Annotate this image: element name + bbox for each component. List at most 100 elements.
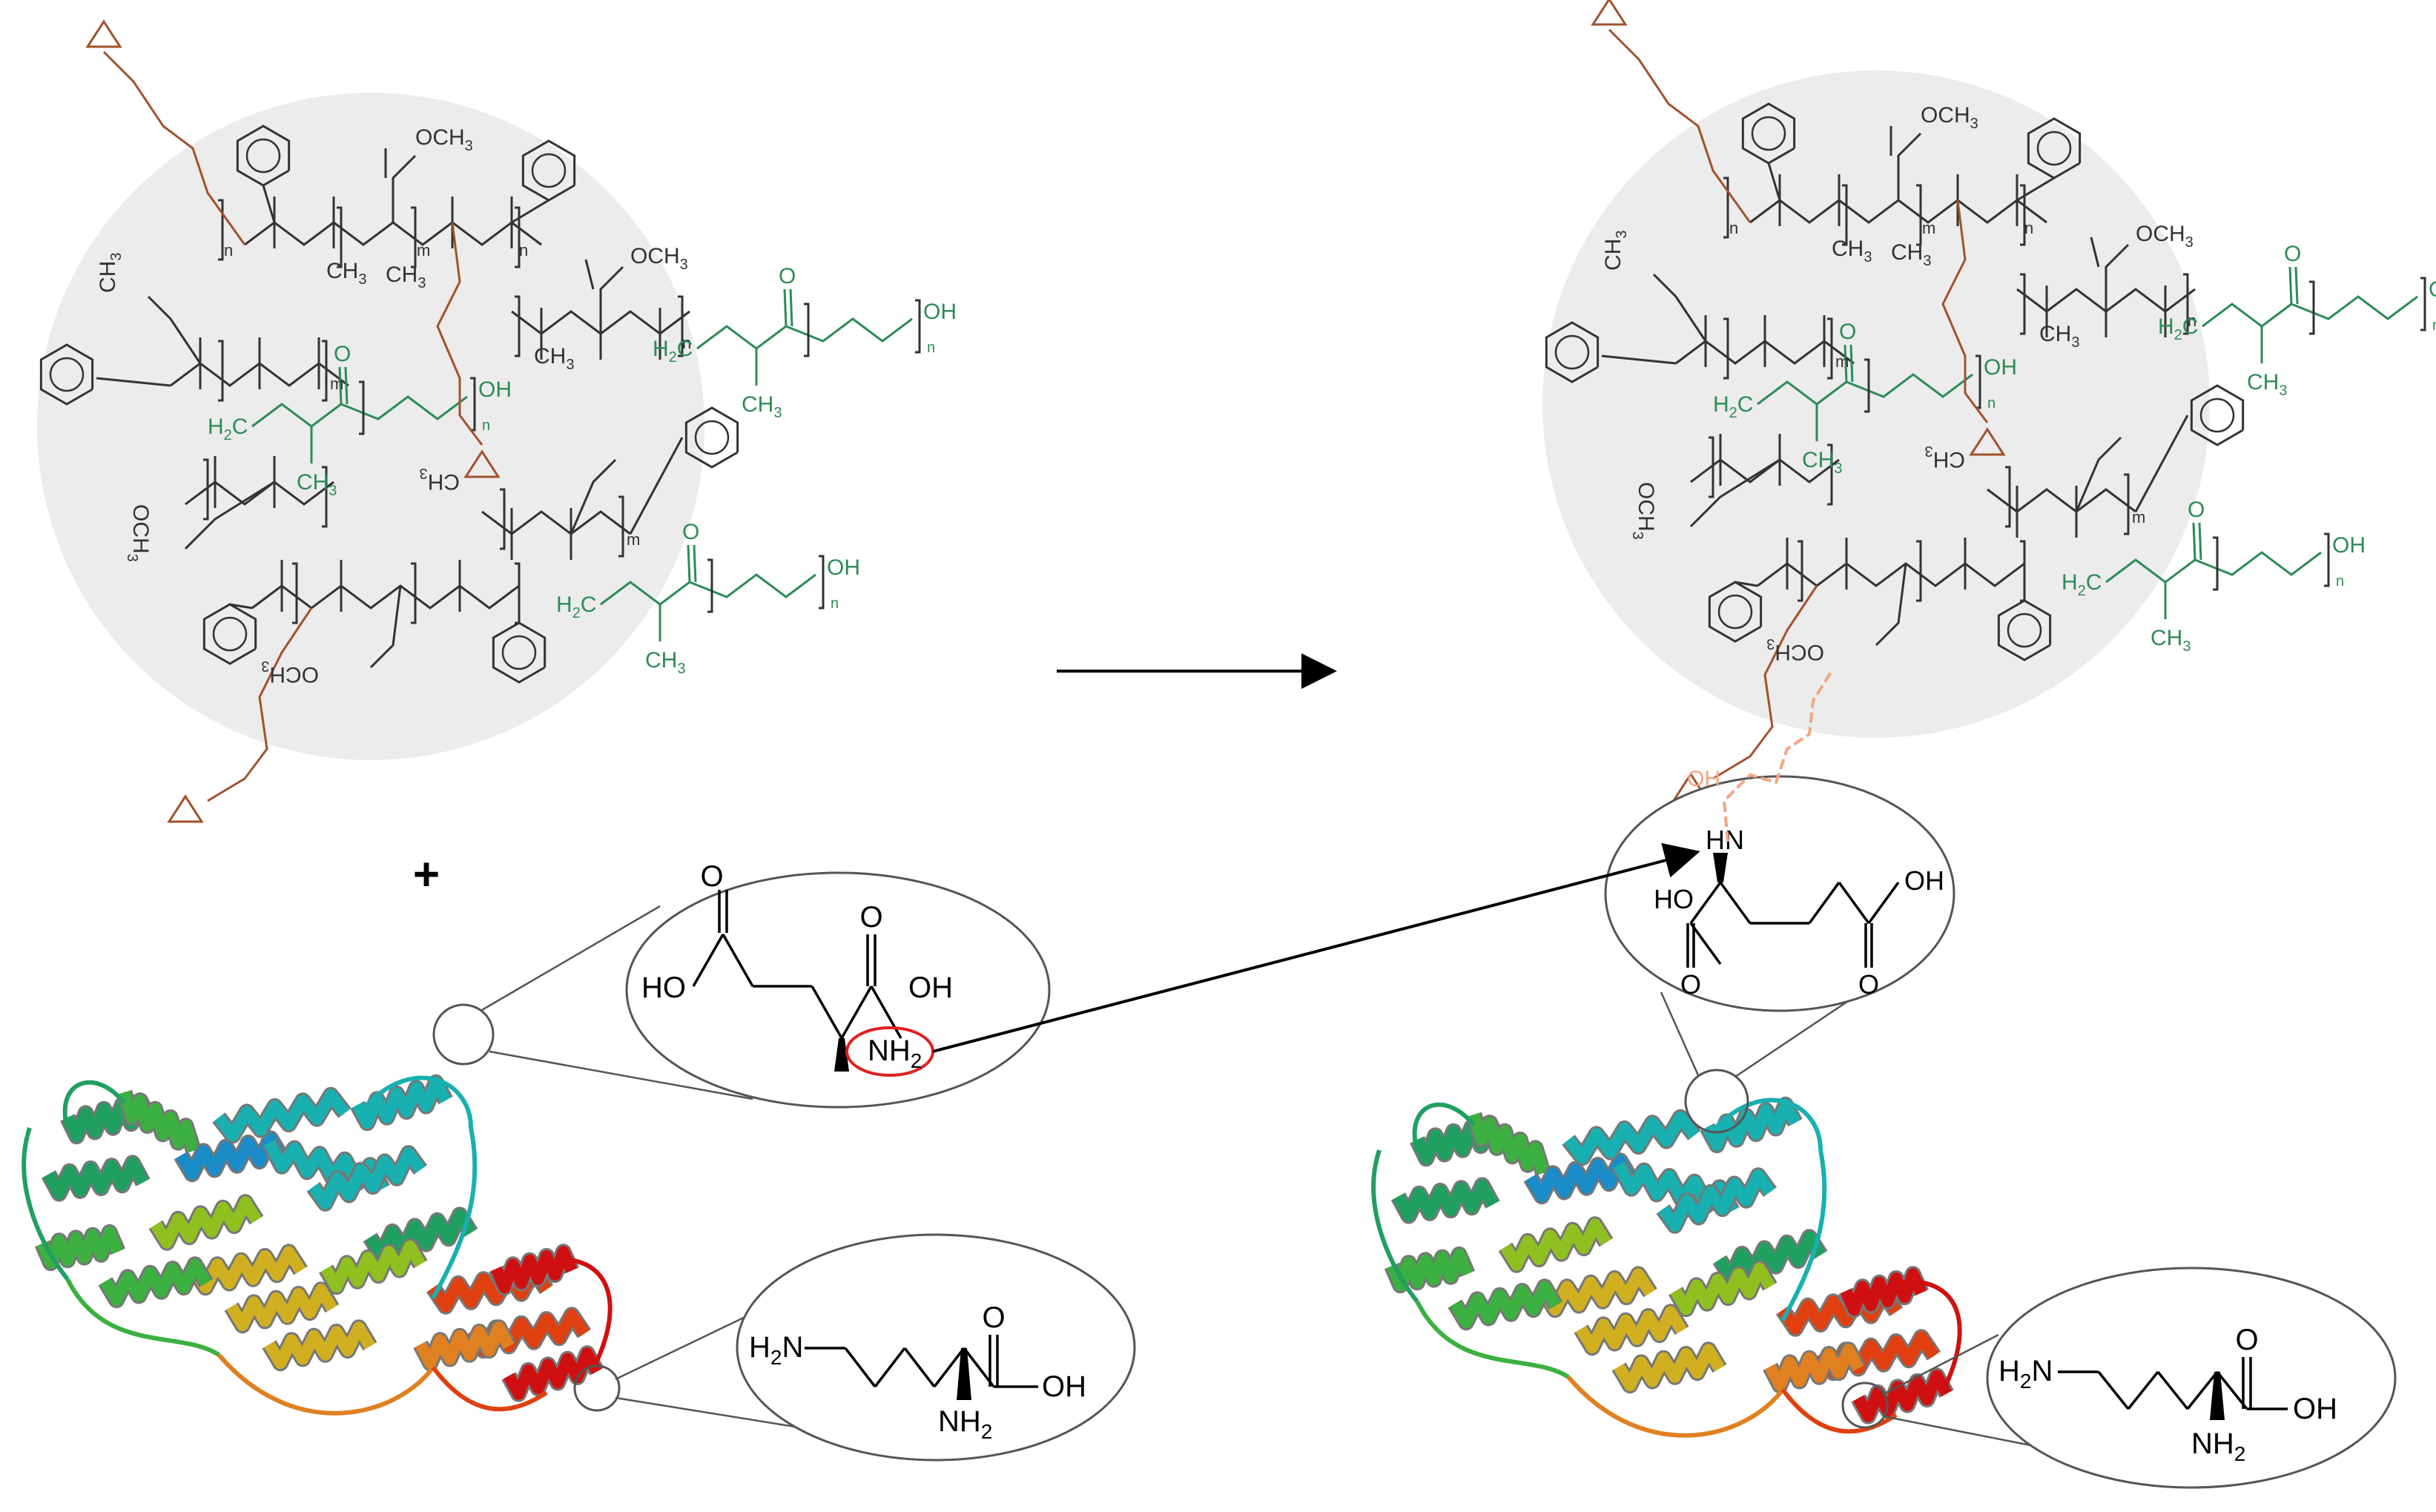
bond [2016, 176, 2055, 202]
bond [218, 199, 224, 261]
bond [696, 325, 758, 386]
bond [411, 562, 417, 624]
group-label: CH3 [96, 253, 125, 293]
bond [1827, 443, 1833, 506]
group-label: CH3 [1832, 237, 1872, 265]
coil-loop [355, 1075, 473, 1129]
bond [1734, 581, 1758, 587]
bond [689, 573, 816, 598]
peg-oh: OH [2332, 533, 2366, 558]
alpha-helix [226, 1284, 337, 1332]
left-glutamate-zoom: HO O O OH NH2 [432, 860, 1051, 1109]
bond [1708, 581, 1763, 643]
alpha-helix [43, 1157, 149, 1200]
left-protein-ribbon [22, 1074, 613, 1416]
epoxide-ring [85, 19, 122, 48]
group-label: CH3 [386, 263, 426, 291]
bond [570, 458, 617, 535]
bond [2324, 532, 2330, 587]
peg-o: O [1839, 320, 1856, 344]
bond [2291, 295, 2418, 320]
alpha-helix [100, 1258, 211, 1307]
alpha-helix [320, 1240, 426, 1293]
bond [1987, 488, 2136, 513]
alpha-helix [415, 1321, 515, 1370]
group-label: CH3 [1601, 231, 1630, 271]
zoom-line [1660, 991, 1700, 1076]
epoxide-ring [167, 794, 204, 823]
alpha-helix [1614, 1344, 1725, 1392]
bond [1545, 321, 1600, 383]
bond [2198, 522, 2202, 561]
peg-ch2: H2C [556, 592, 596, 621]
peg-ch3: CH3 [2151, 626, 2191, 655]
bond [1723, 176, 1729, 239]
bond [203, 458, 209, 521]
bond [481, 510, 631, 535]
bond [470, 377, 476, 432]
bond [600, 581, 661, 641]
lysine-bonds-left [805, 1335, 1038, 1388]
glutamate-amine: NH2 [868, 1034, 922, 1072]
peg-oh: OH [1984, 355, 2017, 380]
peg-n: n [831, 595, 839, 612]
bond [1712, 585, 1818, 780]
coil-loop [1412, 1102, 1476, 1151]
bond [2020, 273, 2026, 335]
repeat-subscript: m [627, 530, 640, 549]
alpha-helix [188, 1246, 306, 1294]
alpha-helix [1393, 1179, 1499, 1222]
bond [1723, 317, 1729, 380]
epoxide-ring [1591, 0, 1628, 26]
lysine-h2n: H2N [749, 1331, 803, 1369]
peg-ch3: CH3 [2247, 370, 2287, 399]
peg-oh: OH [2429, 277, 2436, 302]
zoom-spot-lys-left [573, 1364, 621, 1412]
alpha-helix [365, 1209, 476, 1261]
coil-loop [217, 1353, 435, 1416]
glutamate-oh-right: OH [1904, 865, 1944, 896]
linker-oh: OH [1687, 767, 1720, 791]
particle-core-right [1542, 70, 2210, 738]
group-label: CH3 [2039, 322, 2079, 351]
right-glutamate-zoom: HN HO O O OH [1604, 775, 1955, 1134]
group-label: OCH3 [261, 658, 319, 687]
coil-loop [1780, 1149, 1827, 1321]
repeat-subscript: n [2024, 219, 2033, 237]
particle-core-left [37, 93, 704, 760]
wedge-bond [1713, 853, 1728, 882]
bond [2020, 184, 2026, 246]
bond [678, 295, 684, 357]
bond [1757, 380, 1818, 441]
bond [436, 222, 483, 446]
peg-n: n [2432, 317, 2436, 334]
left-lysine-zoom: H2N O OH NH2 [573, 1233, 1136, 1462]
lysine-oh: OH [1042, 1370, 1086, 1403]
alpha-helix [1468, 1112, 1549, 1175]
bond [251, 403, 313, 463]
right-lysine-zoom: H2N O OH NH2 [1841, 1267, 2397, 1489]
coil-loop [1780, 1388, 1898, 1434]
bond [1767, 162, 1781, 201]
benzene-ring [501, 635, 537, 670]
bond [2005, 466, 2011, 528]
bond [756, 288, 788, 350]
alpha-helix [1701, 1098, 1801, 1152]
hn-label: HN [1706, 825, 1744, 855]
peg-n: n [2336, 573, 2344, 590]
right-backbone-bonds [1545, 0, 2426, 801]
bond [39, 343, 94, 406]
lysine-bonds-right [2058, 1357, 2288, 1410]
alpha-helix [1386, 1248, 1473, 1292]
bond [322, 466, 328, 528]
bond [2261, 266, 2293, 328]
benzene-ring [2199, 397, 2235, 433]
alpha-helix [214, 1089, 350, 1142]
peg-oh: OH [478, 377, 512, 402]
